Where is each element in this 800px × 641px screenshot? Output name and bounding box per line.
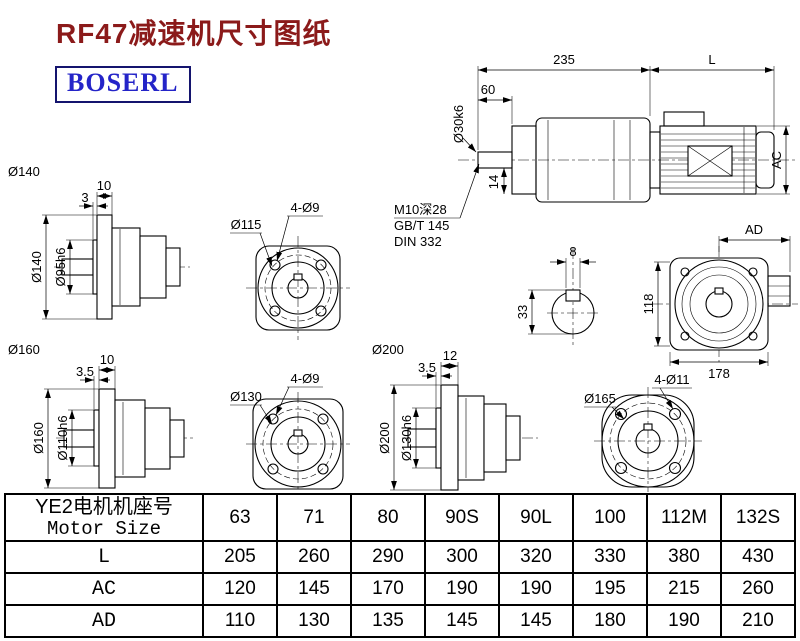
- table-row-L: L 205 260 290 300 320 330 380 430: [4, 540, 796, 574]
- column-header-90l: 90L: [498, 493, 574, 542]
- dim-length-L: L: [708, 52, 715, 67]
- column-header-100: 100: [572, 493, 648, 542]
- flange200-side-view: Ø200 12 3.5 Ø200: [372, 342, 538, 491]
- column-header-71: 71: [276, 493, 352, 542]
- dim-flange140-thickness: 10: [97, 178, 111, 193]
- table-cell: 130: [276, 604, 352, 638]
- dim-118: 118: [641, 294, 656, 315]
- table-cell: 210: [720, 604, 796, 638]
- dim-flange200-thickness: 12: [443, 348, 457, 363]
- page-title: RF47减速机尺寸图纸: [56, 18, 332, 49]
- dim-flange140-od: Ø140: [29, 251, 44, 283]
- dim-flange200-bolt-circle: Ø165: [584, 391, 616, 406]
- table-cell: 145: [498, 604, 574, 638]
- dim-ac: AC: [769, 151, 784, 169]
- column-header-63: 63: [202, 493, 278, 542]
- dim-shaft-dia: Ø30k6: [451, 105, 466, 143]
- dim-flange160-spigot: Ø110h6: [55, 415, 70, 460]
- boserl-logo: BOSERL: [55, 66, 191, 103]
- shaft-section-view: 8 33: [515, 244, 599, 346]
- table-cell: 145: [276, 572, 352, 606]
- table-cell: 190: [498, 572, 574, 606]
- callout-flange200: Ø200: [372, 342, 404, 357]
- dim-flange160-spigot-depth: 3.5: [76, 364, 94, 379]
- dim-flange140-bolt-circle: Ø115: [231, 217, 262, 232]
- dim-flange140-spigot-depth: 3: [81, 190, 88, 205]
- dim-flange160-od: Ø160: [31, 422, 46, 454]
- table-header-row: YE2电机机座号 Motor Size 63 71 80 90S 90L 100…: [4, 493, 796, 542]
- dim-178: 178: [708, 366, 730, 381]
- motor-size-header-cell: YE2电机机座号 Motor Size: [4, 493, 204, 542]
- table-cell: 215: [646, 572, 722, 606]
- table-cell: 205: [202, 540, 278, 574]
- table-cell: 330: [572, 540, 648, 574]
- table-cell: 260: [720, 572, 796, 606]
- dim-flange160-thickness: 10: [100, 352, 114, 367]
- motor-size-header-cn: YE2电机机座号: [35, 495, 173, 518]
- flange200-front-view: 4-Ø11 Ø165: [584, 372, 702, 492]
- note-din332: DIN 332: [394, 234, 442, 249]
- callout-flange160: Ø160: [8, 342, 40, 357]
- dim-flange140-spigot: Ø95h6: [53, 247, 68, 286]
- note-tapped-hole: M10深28: [394, 202, 447, 217]
- table-cell: 430: [720, 540, 796, 574]
- table-cell: 260: [276, 540, 352, 574]
- motor-size-header-en: Motor Size: [46, 517, 162, 540]
- table-cell: 195: [572, 572, 648, 606]
- row-label-AD: AD: [4, 604, 204, 638]
- row-label-L: L: [4, 540, 204, 574]
- flange160-side-view: Ø160 10 3.5 Ø160: [8, 342, 196, 489]
- table-cell: 320: [498, 540, 574, 574]
- flange140-front-view: 4-Ø9 Ø115: [230, 200, 350, 340]
- dim-flange200-holes: 4-Ø11: [654, 372, 689, 387]
- table-cell: 135: [350, 604, 426, 638]
- dim-14: 14: [486, 175, 501, 189]
- callout-flange140: Ø140: [8, 164, 40, 179]
- table-cell: 290: [350, 540, 426, 574]
- dim-flange200-od: Ø200: [377, 422, 392, 454]
- table-cell: 120: [202, 572, 278, 606]
- note-gbt145: GB/T 145: [394, 218, 449, 233]
- flange160-front-view: 4-Ø9 Ø130: [230, 371, 350, 492]
- table-cell: 145: [424, 604, 500, 638]
- motor-size-table: YE2电机机座号 Motor Size 63 71 80 90S 90L 100…: [4, 493, 796, 638]
- dim-flange200-spigot: Ø130h6: [399, 415, 414, 461]
- dim-flange160-holes: 4-Ø9: [291, 371, 320, 386]
- column-header-132s: 132S: [720, 493, 796, 542]
- dim-flange140-holes: 4-Ø9: [291, 200, 320, 215]
- row-label-AC: AC: [4, 572, 204, 606]
- table-row-AD: AD 110 130 135 145 145 180 190 210: [4, 604, 796, 638]
- main-side-view: 235 L 60 Ø30k6 14 AC M10深28 GB/T 145 DIN…: [394, 52, 798, 249]
- column-header-112m: 112M: [646, 493, 722, 542]
- table-cell: 190: [424, 572, 500, 606]
- table-row-AC: AC 120 145 170 190 190 195 215 260: [4, 572, 796, 606]
- dim-ad: AD: [745, 222, 763, 237]
- dim-235: 235: [553, 52, 575, 67]
- column-header-80: 80: [350, 493, 426, 542]
- table-cell: 190: [646, 604, 722, 638]
- flange140-side-view: Ø140 10 3 Ø140: [8, 164, 190, 320]
- column-header-90s: 90S: [424, 493, 500, 542]
- dim-key-width: 8: [569, 244, 576, 259]
- table-cell: 110: [202, 604, 278, 638]
- rear-view: AD 118 178: [641, 222, 798, 381]
- technical-drawing: 235 L 60 Ø30k6 14 AC M10深28 GB/T 145 DIN…: [8, 52, 798, 492]
- table-cell: 300: [424, 540, 500, 574]
- dim-key-height: 33: [515, 305, 530, 319]
- dim-60: 60: [481, 82, 495, 97]
- boserl-logo-text: BOSERL: [67, 68, 179, 97]
- table-cell: 380: [646, 540, 722, 574]
- table-cell: 170: [350, 572, 426, 606]
- table-cell: 180: [572, 604, 648, 638]
- dim-flange200-spigot-depth: 3.5: [418, 360, 436, 375]
- dim-flange160-bolt-circle: Ø130: [230, 389, 262, 404]
